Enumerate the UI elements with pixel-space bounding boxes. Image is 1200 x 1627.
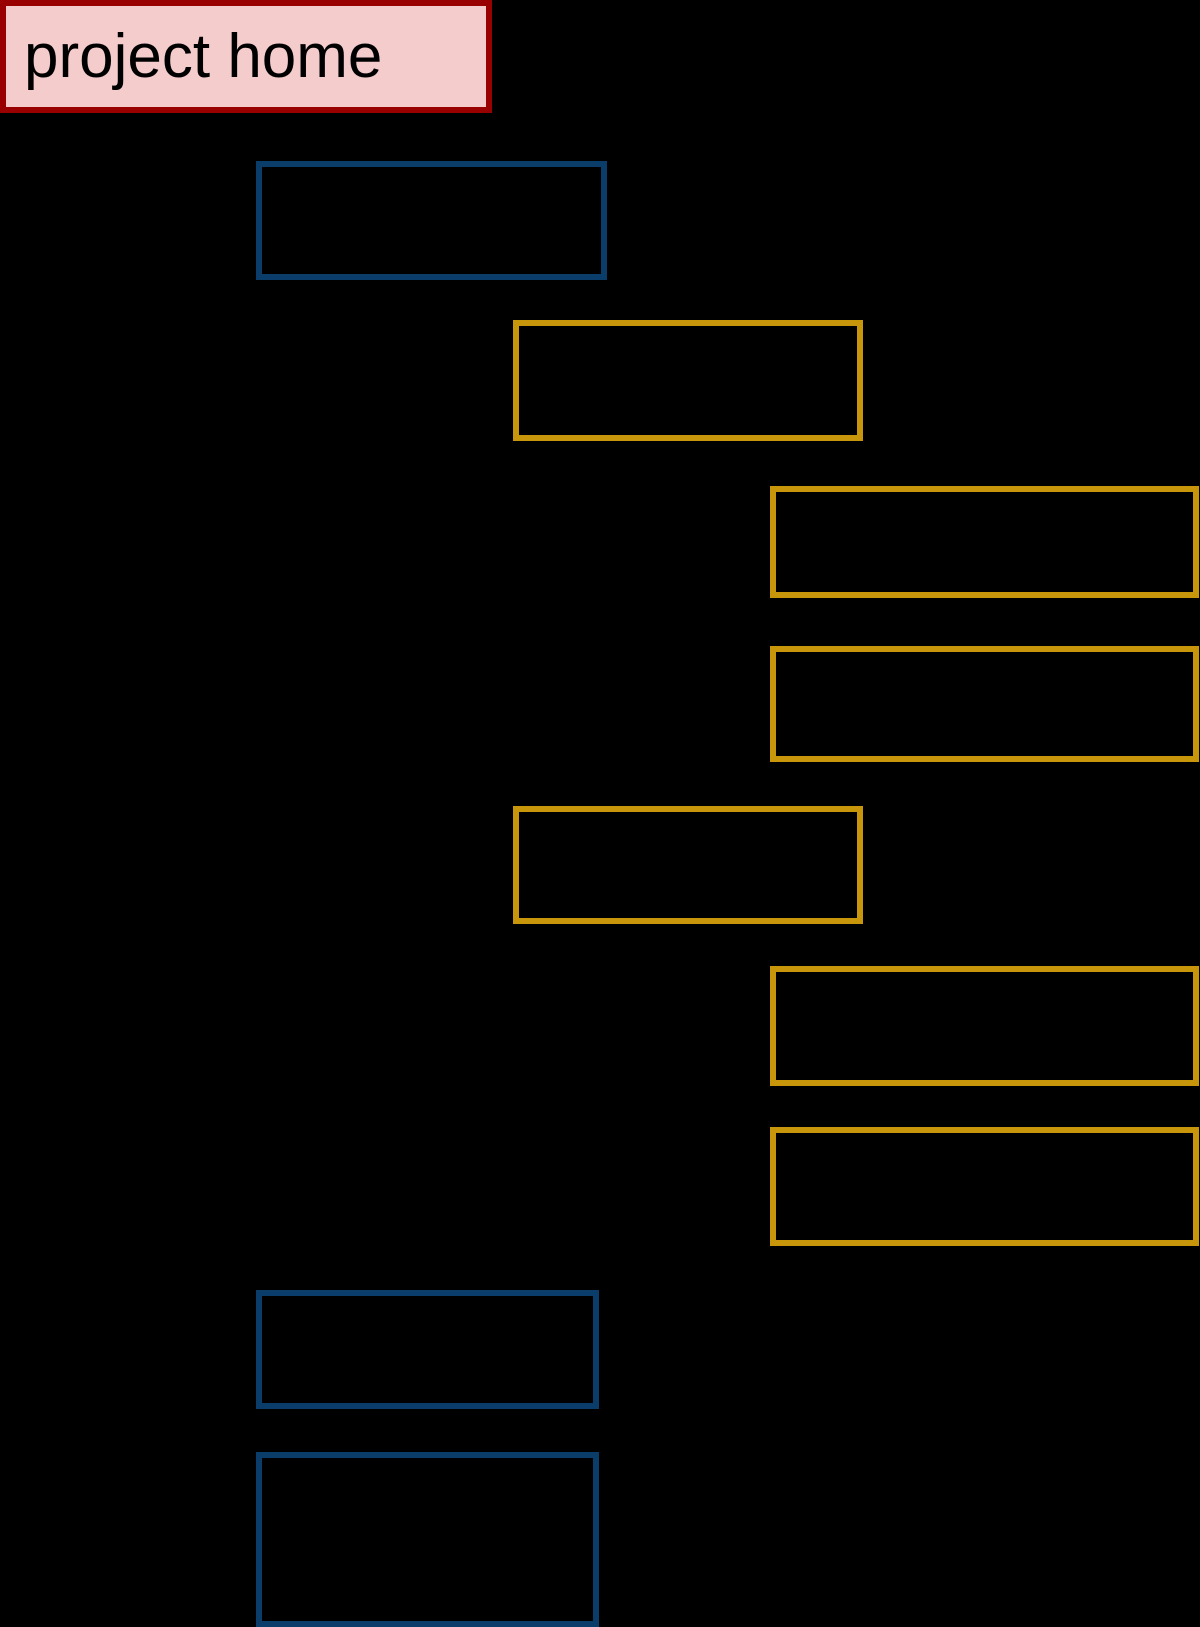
connector-n1-2-to-n1-2-2 bbox=[685, 924, 770, 1190]
connector-n1-1-to-n1-1-1 bbox=[685, 441, 770, 545]
node-level1-second[interactable] bbox=[256, 1290, 599, 1409]
connector-root-to-n3 bbox=[243, 113, 256, 1543]
connector-n1-1-to-n1-1-2 bbox=[685, 441, 770, 707]
node-level2-b[interactable] bbox=[513, 806, 863, 924]
connector-n1-to-n1-2 bbox=[429, 280, 513, 868]
node-level2-a[interactable] bbox=[513, 320, 863, 441]
node-level3-b1[interactable] bbox=[770, 966, 1199, 1086]
node-level3-b2[interactable] bbox=[770, 1127, 1199, 1246]
connector-root-to-n1 bbox=[243, 113, 256, 224]
node-level3-a2[interactable] bbox=[770, 646, 1199, 762]
node-level1-first[interactable] bbox=[256, 161, 607, 280]
node-level1-third[interactable] bbox=[256, 1452, 599, 1627]
node-level3-a1[interactable] bbox=[770, 486, 1199, 598]
node-project-home[interactable]: project home bbox=[0, 0, 492, 113]
connector-n1-to-n1-1 bbox=[429, 280, 513, 384]
connector-root-to-n2 bbox=[243, 113, 256, 1353]
connector-n1-2-to-n1-2-1 bbox=[685, 924, 770, 1029]
node-label: project home bbox=[24, 21, 383, 91]
